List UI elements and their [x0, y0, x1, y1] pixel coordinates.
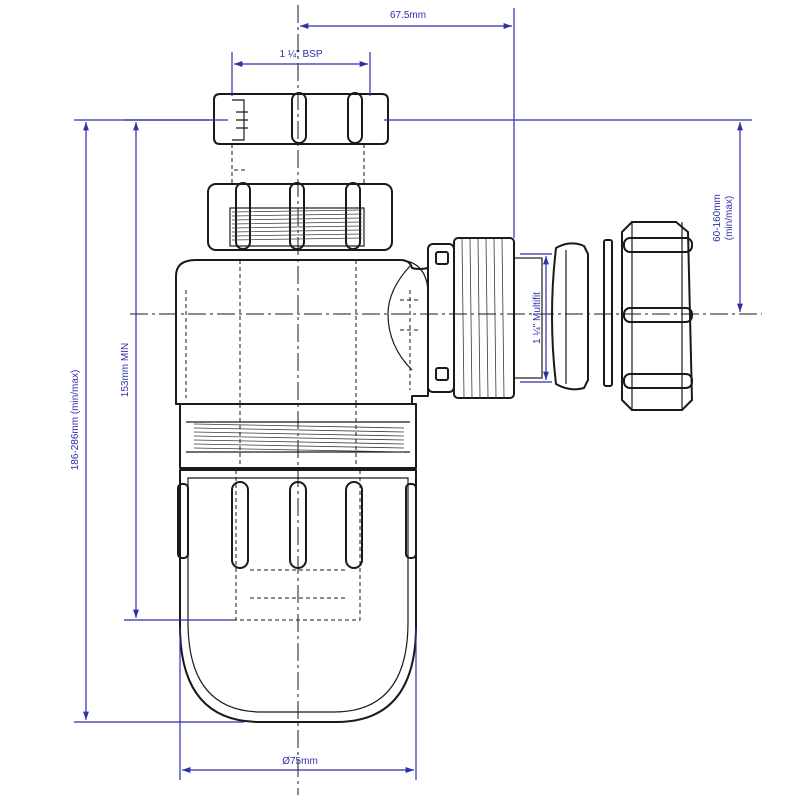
upper-bottle	[175, 259, 429, 405]
inlet-nut	[213, 92, 389, 171]
dimension-outlet-height-label-line1: 60-160mm	[712, 194, 723, 242]
dimension-min-height: 153mm MIN	[120, 119, 236, 621]
dimension-inlet-thread-label: 1 ¼" BSP	[279, 48, 322, 60]
outlet-coupling	[427, 237, 543, 399]
trap-body	[175, 92, 693, 723]
dimensions: 67.5mm 1 ¼" BSP 186-286mm (min/max) 153m…	[70, 8, 752, 780]
bottle-cup	[177, 469, 417, 723]
dimension-bottle-diameter-label: Ø75mm	[282, 756, 318, 767]
dimension-outlet-size-label: 1 ¼" Multifit	[531, 292, 543, 344]
upper-collar	[207, 144, 393, 251]
dimension-bottle-diameter: Ø75mm	[179, 628, 417, 780]
dimension-top-offset: 67.5mm	[300, 8, 515, 238]
center-lines	[130, 5, 762, 795]
outlet-connector	[551, 221, 693, 411]
dimension-overall-height-label: 186-286mm (min/max)	[70, 370, 81, 471]
dimension-outlet-size: 1 ¼" Multifit	[520, 253, 552, 383]
dimension-overall-height: 186-286mm (min/max)	[70, 119, 244, 723]
thread-band	[179, 403, 417, 469]
dimension-outlet-height: 60-160mm (min/max)	[384, 119, 752, 312]
dimension-top-offset-label: 67.5mm	[390, 10, 426, 21]
dimension-min-height-label: 153mm MIN	[120, 343, 131, 397]
dimension-inlet-thread: 1 ¼" BSP	[231, 48, 371, 96]
dimension-outlet-height-label-line2: (min/max)	[724, 196, 735, 240]
